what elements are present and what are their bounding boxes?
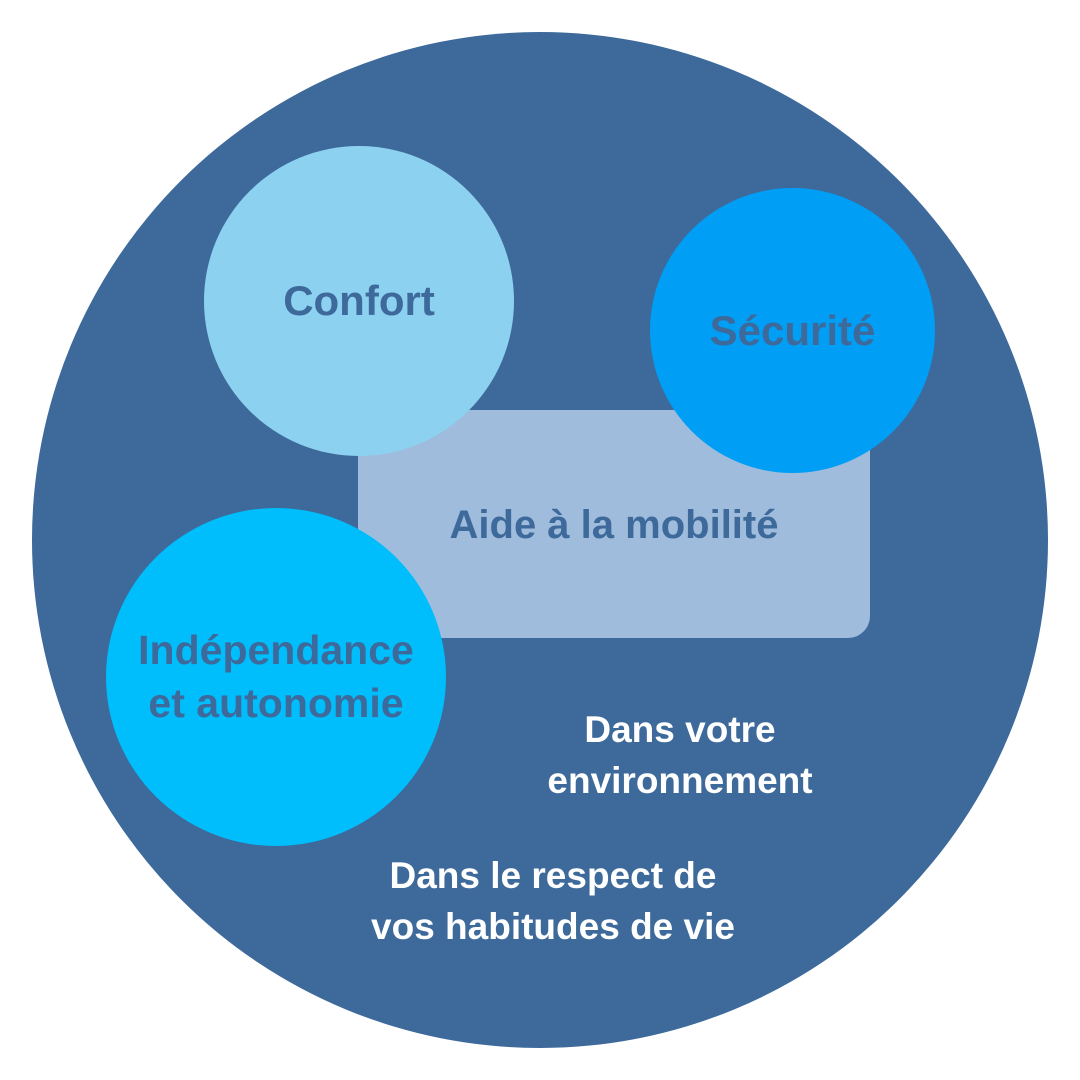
independance-circle: Indépendance et autonomie xyxy=(106,508,446,846)
habitudes-text: Dans le respect de vos habitudes de vie xyxy=(371,855,735,947)
securite-circle: Sécurité xyxy=(650,188,935,473)
center-label: Aide à la mobilité xyxy=(449,503,779,547)
environnement-text: Dans votre environnement xyxy=(547,709,813,801)
confort-circle: Confort xyxy=(204,146,514,456)
